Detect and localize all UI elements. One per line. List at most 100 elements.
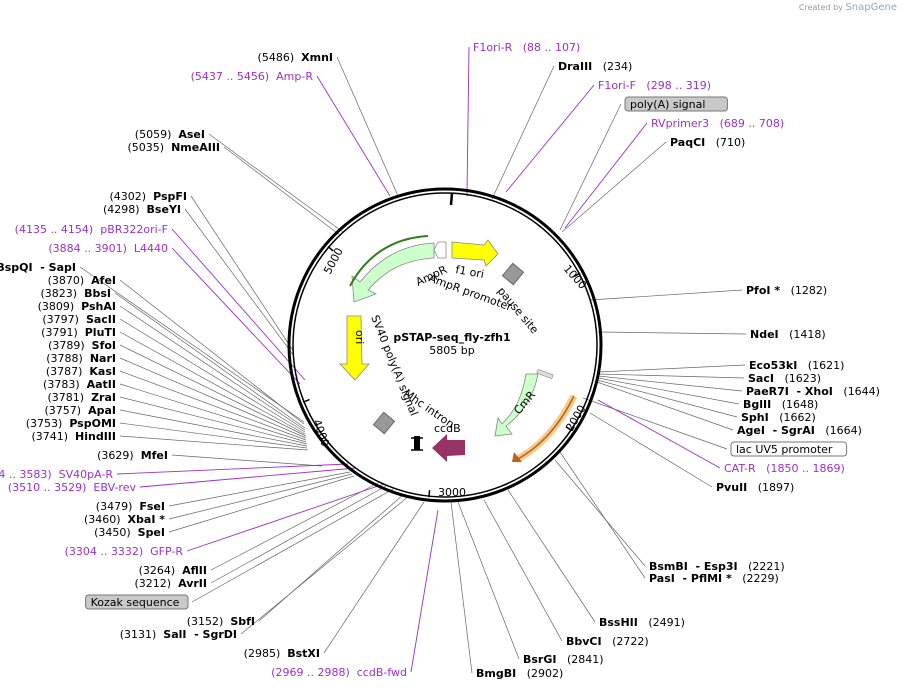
site-label: PaqCI (710) — [670, 136, 745, 149]
site-leader — [559, 451, 646, 579]
label-cmr: CmR — [511, 388, 538, 417]
site-leader — [597, 375, 743, 392]
tick-marks — [302, 245, 581, 498]
site-leader — [589, 412, 713, 488]
mhc-intron-icon — [411, 436, 423, 451]
feature-box-text: lac UV5 promoter — [736, 443, 833, 456]
site-leader — [507, 489, 596, 623]
site-label: (3479) FseI — [96, 500, 165, 513]
primer-label: RVprimer3 (689 .. 708) — [651, 117, 784, 130]
site-label: BmgBI (2902) — [476, 667, 563, 680]
site-label: (3797) SacII — [42, 313, 116, 326]
site-label: BssHII (2491) — [599, 616, 685, 629]
site-label: (3753) PspOMI — [26, 417, 116, 430]
label-f1-ori: f1 ori — [454, 263, 485, 281]
site-leader — [119, 305, 306, 431]
site-label: (3131) SalI - SgrDI — [120, 628, 237, 641]
site-label: BsrGI (2841) — [523, 653, 604, 666]
site-leader — [323, 501, 425, 654]
site-label: AgeI - SgrAI (1664) — [737, 424, 862, 437]
primer-label: (3564 .. 3583) SV40pA-R — [0, 468, 113, 481]
primer-leader — [316, 75, 391, 197]
site-label: Eco53kI (1621) — [749, 359, 844, 372]
site-label: DraIII (234) — [558, 60, 632, 73]
site-leader — [559, 103, 622, 231]
site-label: SphI (1662) — [741, 411, 816, 424]
site-label: BbvCI (2722) — [566, 635, 649, 648]
site-leader — [119, 435, 309, 451]
ampr-promoter-arrow — [433, 241, 447, 259]
tick-mark — [573, 272, 581, 278]
primer-leader — [171, 247, 301, 385]
plasmid-name: pSTAP-seq_fly-zfh1 — [393, 331, 510, 344]
site-leader — [119, 383, 307, 443]
feature-box-label — [85, 594, 189, 610]
ampr-orf-line — [349, 235, 429, 287]
site-leader — [223, 146, 342, 237]
tick-mark — [327, 245, 334, 252]
tick-label-3000: 3000 — [438, 486, 466, 499]
primer-leader — [505, 84, 595, 193]
site-leader — [184, 208, 295, 357]
ccdb-arrow — [432, 434, 465, 462]
site-label: (3450) SpeI — [94, 526, 165, 539]
origin-marker — [449, 192, 454, 206]
site-label: (3757) ApaI — [45, 404, 116, 417]
site-label: PvuII (1897) — [716, 481, 794, 494]
tick-label-4000: 4000 — [310, 418, 332, 449]
site-label: PasI - PflMI * (2229) — [649, 572, 779, 585]
primer-leader — [139, 467, 357, 488]
site-label: (3212) AvrII — [135, 577, 207, 590]
site-label: (3791) PluTI — [41, 326, 116, 339]
site-leader — [119, 279, 305, 425]
feature-box-text: poly(A) signal — [630, 98, 705, 111]
site-label: BglII (1648) — [743, 398, 818, 411]
site-leader — [210, 481, 381, 571]
site-label: PaeR7I - XhoI (1644) — [746, 385, 880, 398]
tick-mark — [565, 426, 573, 432]
site-label: (3787) KasI — [46, 365, 116, 378]
site-leader — [240, 495, 410, 635]
plasmid-size: 5805 bp — [429, 344, 474, 357]
lac-uv5-arrowhead — [512, 452, 522, 462]
primer-label: F1ori-R (88 .. 107) — [473, 41, 580, 54]
feature-box-label — [624, 96, 728, 112]
site-label: (5035) NmeAIII — [128, 141, 221, 154]
primer-label: (3510 .. 3529) EBV-rev — [8, 481, 137, 494]
primer-leader — [171, 228, 306, 381]
primer-leader — [186, 483, 385, 552]
site-leader — [582, 397, 728, 450]
site-leader — [119, 409, 308, 447]
primer-label: (3304 .. 3332) GFP-R — [65, 545, 184, 558]
lac-uv5-line — [515, 395, 575, 461]
sv40-polya-box — [372, 411, 396, 435]
label-ccdb: ccdB — [434, 422, 461, 435]
site-leader — [191, 487, 396, 603]
primer-leader — [466, 46, 470, 197]
site-leader — [596, 379, 738, 418]
site-label: PfoI * (1282) — [746, 284, 827, 297]
tick-label-5000: 5000 — [321, 246, 346, 277]
ampr-arrow — [351, 242, 435, 303]
snapgene-credit: Created by SnapGene — [799, 2, 897, 13]
primer-label: CAT-R (1850 .. 1869) — [724, 462, 845, 475]
site-label: (3783) AatII — [43, 378, 116, 391]
site-leader — [119, 344, 307, 437]
site-label: (4302) PspFI — [110, 190, 187, 203]
site-label: (3823) BbsI — [41, 287, 111, 300]
site-label: (3789) SfoI — [48, 339, 116, 352]
site-leader — [208, 133, 344, 233]
site-label: SacI (1623) — [748, 372, 821, 385]
tick-mark — [302, 398, 310, 403]
site-label: (3809) PshAI — [38, 300, 116, 313]
site-leader — [119, 370, 307, 441]
site-leader — [168, 473, 353, 520]
small-feature-box — [536, 368, 554, 380]
feature-box-text: Kozak sequence — [91, 596, 180, 609]
pause-site-box — [501, 262, 525, 286]
primer-leader — [410, 509, 439, 673]
primer-label: (4135 .. 4154) pBR322ori-F — [15, 223, 168, 236]
site-label: (5486) XmnI — [258, 51, 333, 64]
site-label: (3878) BspQI - SapI — [0, 261, 76, 274]
site-leader — [597, 377, 740, 405]
